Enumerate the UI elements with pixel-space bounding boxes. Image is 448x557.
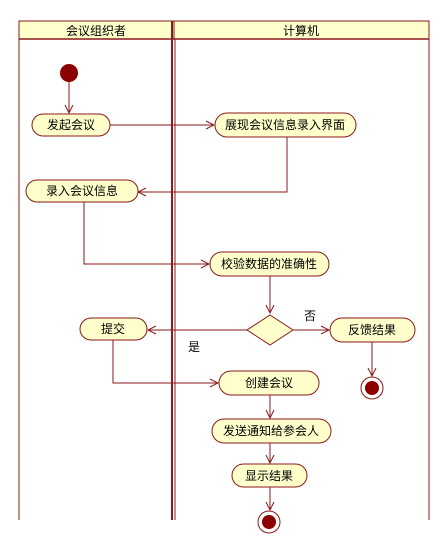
action-show-entry: 展现会议信息录入界面 xyxy=(214,112,357,138)
action-enter-info: 录入会议信息 xyxy=(25,179,139,203)
action-create-label: 创建会议 xyxy=(245,376,293,390)
lane-title-computer: 计算机 xyxy=(283,23,319,38)
action-submit: 提交 xyxy=(79,317,148,341)
action-show-result: 显示结果 xyxy=(231,463,308,488)
lane-title-organizer: 会议组织者 xyxy=(66,24,126,38)
control-flows xyxy=(69,82,372,510)
action-show-entry-label: 展现会议信息录入界面 xyxy=(225,117,345,132)
action-create: 创建会议 xyxy=(218,370,320,396)
action-feedback-label: 反馈结果 xyxy=(348,323,396,337)
action-validate-label: 校验数据的准确性 xyxy=(221,256,317,271)
flow-submit-to-create xyxy=(112,340,218,383)
initial-node xyxy=(60,64,78,82)
final-node-feedback xyxy=(360,376,384,400)
action-validate: 校验数据的准确性 xyxy=(209,251,330,277)
action-enter-info-label: 录入会议信息 xyxy=(46,183,118,198)
action-initiate: 发起会议 xyxy=(31,113,111,137)
action-feedback: 反馈结果 xyxy=(329,317,416,343)
action-initiate-label: 发起会议 xyxy=(47,117,95,132)
flow-enter-info-to-validate xyxy=(83,202,209,264)
action-notify-label: 发送通知给参会人 xyxy=(223,423,319,438)
guard-yes: 是 xyxy=(188,340,200,354)
decision-node xyxy=(246,314,294,346)
guard-no: 否 xyxy=(304,309,316,323)
final-node-main xyxy=(257,510,281,534)
action-submit-label: 提交 xyxy=(101,321,125,336)
action-show-result-label: 显示结果 xyxy=(245,469,293,483)
swimlane-frame: 会议组织者 计算机 xyxy=(18,20,430,520)
flow-show-entry-to-enter-info xyxy=(138,137,288,192)
action-notify: 发送通知给参会人 xyxy=(211,418,332,444)
